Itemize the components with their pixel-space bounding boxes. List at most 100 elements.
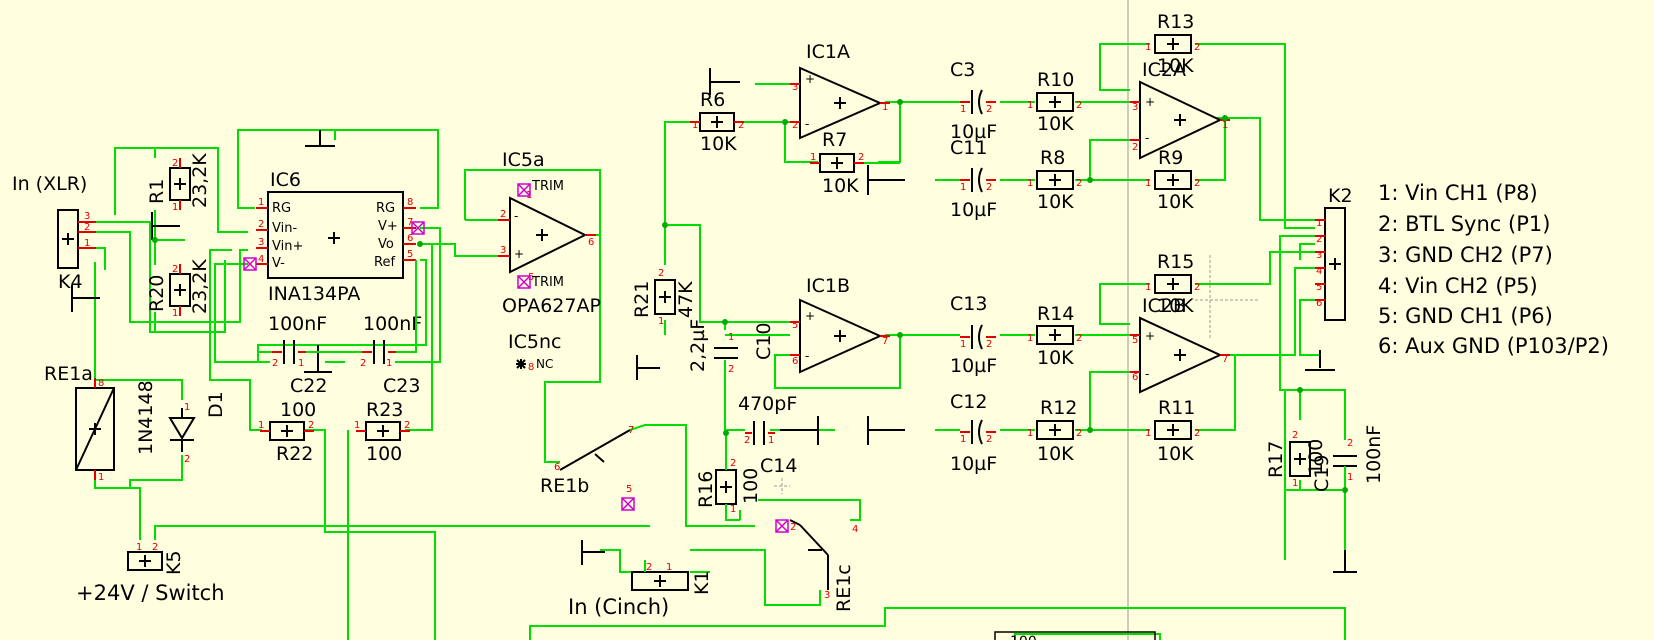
- opamp-ic2a[interactable]: +- 321 IC2A: [1130, 59, 1230, 160]
- ic6-value: INA134PA: [268, 283, 360, 305]
- svg-text:2: 2: [986, 182, 992, 193]
- r11-value: 10K: [1157, 443, 1194, 465]
- r6-ref: R6: [700, 89, 725, 111]
- svg-text:2: 2: [1132, 142, 1138, 153]
- svg-text:1: 1: [98, 472, 104, 483]
- svg-text:1: 1: [172, 202, 178, 213]
- svg-text:2: 2: [1347, 438, 1353, 449]
- connector-k2[interactable]: 123 456 K2: [1315, 185, 1353, 321]
- ic5a-opa627[interactable]: -+ 236 15 TRIM TRIM IC5a OPA627AP: [498, 149, 601, 317]
- svg-text:2: 2: [744, 435, 750, 446]
- svg-text:2: 2: [360, 358, 366, 369]
- svg-text:1: 1: [1145, 42, 1151, 53]
- r21-value: 47K: [675, 281, 697, 318]
- svg-text:1: 1: [1145, 178, 1151, 189]
- svg-text:1: 1: [1027, 333, 1033, 344]
- r8-ref: R8: [1040, 147, 1065, 169]
- r20-value: 23,2K: [189, 259, 211, 314]
- c13-value: 10µF: [950, 355, 997, 377]
- resistor-r16[interactable]: 21 R16 100: [695, 458, 762, 515]
- capacitor-c10[interactable]: 12 2,2µF C10: [687, 319, 775, 375]
- r12-value: 10K: [1037, 443, 1074, 465]
- svg-text:3: 3: [258, 237, 264, 248]
- svg-text:1: 1: [1027, 100, 1033, 111]
- diode-d1[interactable]: 12 1N4148 D1: [135, 380, 227, 465]
- svg-text:2: 2: [1076, 333, 1082, 344]
- c3-ref: C3: [950, 59, 975, 81]
- relay-re1a[interactable]: 81 RE1a: [44, 363, 115, 483]
- r10-value: 10K: [1037, 113, 1074, 135]
- resistor-r20[interactable]: 21 R20 23,2K: [146, 259, 211, 319]
- capacitor-c19[interactable]: 21 C19 100nF: [1311, 425, 1385, 492]
- resistor-r1[interactable]: 21 R1 23,2K: [146, 153, 211, 213]
- svg-text:1: 1: [84, 238, 90, 249]
- svg-text:3: 3: [1316, 250, 1322, 261]
- svg-text:1: 1: [1222, 120, 1228, 131]
- svg-text:3: 3: [500, 245, 506, 256]
- k2-legend-1: 1: Vin CH1 (P8): [1378, 181, 1538, 205]
- ic6-pin-vin-plus: Vin+: [272, 239, 303, 254]
- opamp-ic2b[interactable]: +- 567 IC2B: [1130, 295, 1230, 394]
- svg-text:4: 4: [852, 524, 858, 535]
- c23-ref: C23: [383, 375, 420, 397]
- k2-legend-4: 4: Vin CH2 (P5): [1378, 274, 1538, 298]
- r1-ref: R1: [146, 179, 168, 204]
- ic6-pin-vo: Vo: [378, 237, 394, 252]
- r15-ref: R15: [1157, 251, 1194, 273]
- opamp-ic1b[interactable]: +- 567 IC1B: [790, 275, 890, 374]
- svg-text:2: 2: [1292, 430, 1298, 441]
- svg-text:2: 2: [1076, 178, 1082, 189]
- ic1a-ref: IC1A: [806, 41, 850, 63]
- svg-text:2: 2: [1194, 428, 1200, 439]
- svg-text:2: 2: [184, 454, 190, 465]
- ic6-pin-v-minus: V-: [272, 256, 285, 271]
- r14-ref: R14: [1037, 303, 1074, 325]
- opamp-ic1a[interactable]: +- 321 IC1A: [790, 41, 890, 140]
- svg-text:1: 1: [258, 197, 264, 208]
- resistor-r21[interactable]: 21 R21 47K: [631, 268, 697, 327]
- svg-text:1: 1: [960, 339, 966, 350]
- c12-ref: C12: [950, 391, 987, 413]
- r21-ref: R21: [631, 281, 653, 318]
- svg-text:2: 2: [258, 219, 264, 230]
- svg-text:-: -: [1145, 131, 1149, 145]
- svg-text:2: 2: [728, 364, 734, 375]
- svg-text:1: 1: [354, 420, 360, 431]
- k2-legend-2: 2: BTL Sync (P1): [1378, 212, 1550, 236]
- svg-text:7: 7: [628, 425, 634, 436]
- resistor-r17[interactable]: 21 R17 100: [1265, 430, 1327, 489]
- connector-k4[interactable]: 321 In (XLR) K4: [12, 173, 96, 293]
- svg-text:3: 3: [84, 211, 90, 222]
- svg-text:1: 1: [1145, 428, 1151, 439]
- svg-text:1: 1: [882, 102, 888, 113]
- ic5a-value: OPA627AP: [502, 295, 601, 317]
- k2-legend-5: 5: GND CH1 (P6): [1378, 304, 1553, 328]
- r1-value: 23,2K: [189, 153, 211, 208]
- r13-value: 10K: [1157, 55, 1194, 77]
- relay-contact-re1b[interactable]: 765 RE1b: [540, 425, 635, 511]
